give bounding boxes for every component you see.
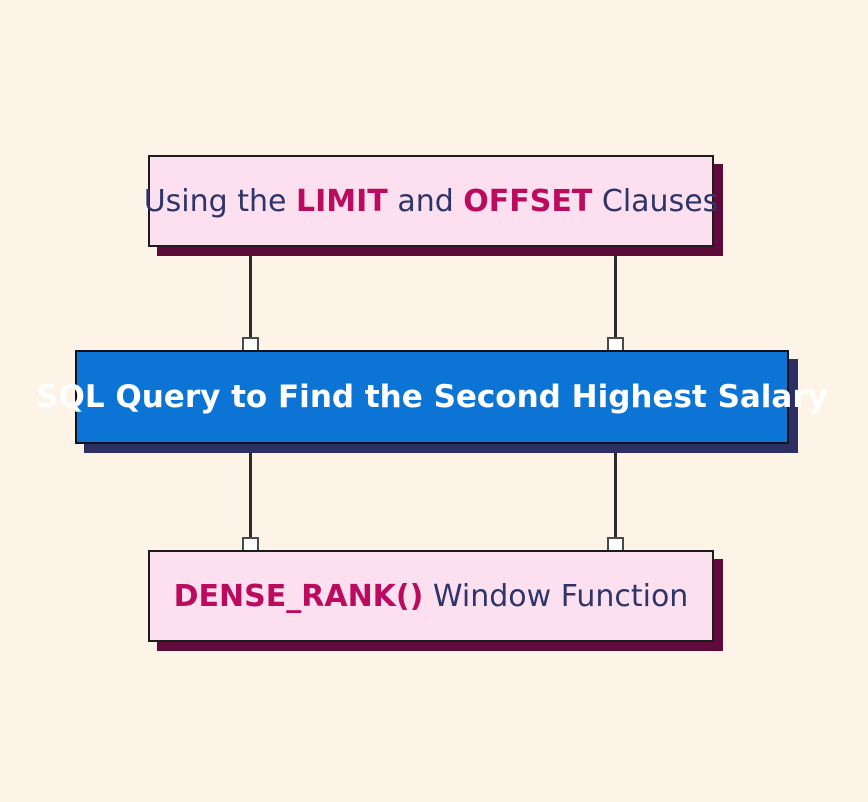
node-main-topic-label: SQL Query to Find the Second Highest Sal… bbox=[36, 378, 828, 415]
node-limit-offset[interactable]: Using the LIMIT and OFFSET Clauses bbox=[144, 155, 718, 247]
connector-line-bottom-right bbox=[614, 444, 617, 551]
node-dense-rank[interactable]: DENSE_RANK() Window Function bbox=[148, 550, 714, 642]
connector-line-bottom-left bbox=[249, 444, 252, 551]
connector-line-top-left bbox=[249, 247, 252, 351]
node-dense-rank-label: DENSE_RANK() Window Function bbox=[173, 578, 689, 614]
connector-line-top-right bbox=[614, 247, 617, 351]
node-limit-offset-label: Using the LIMIT and OFFSET Clauses bbox=[143, 183, 719, 219]
node-main-topic[interactable]: SQL Query to Find the Second Highest Sal… bbox=[36, 350, 828, 444]
